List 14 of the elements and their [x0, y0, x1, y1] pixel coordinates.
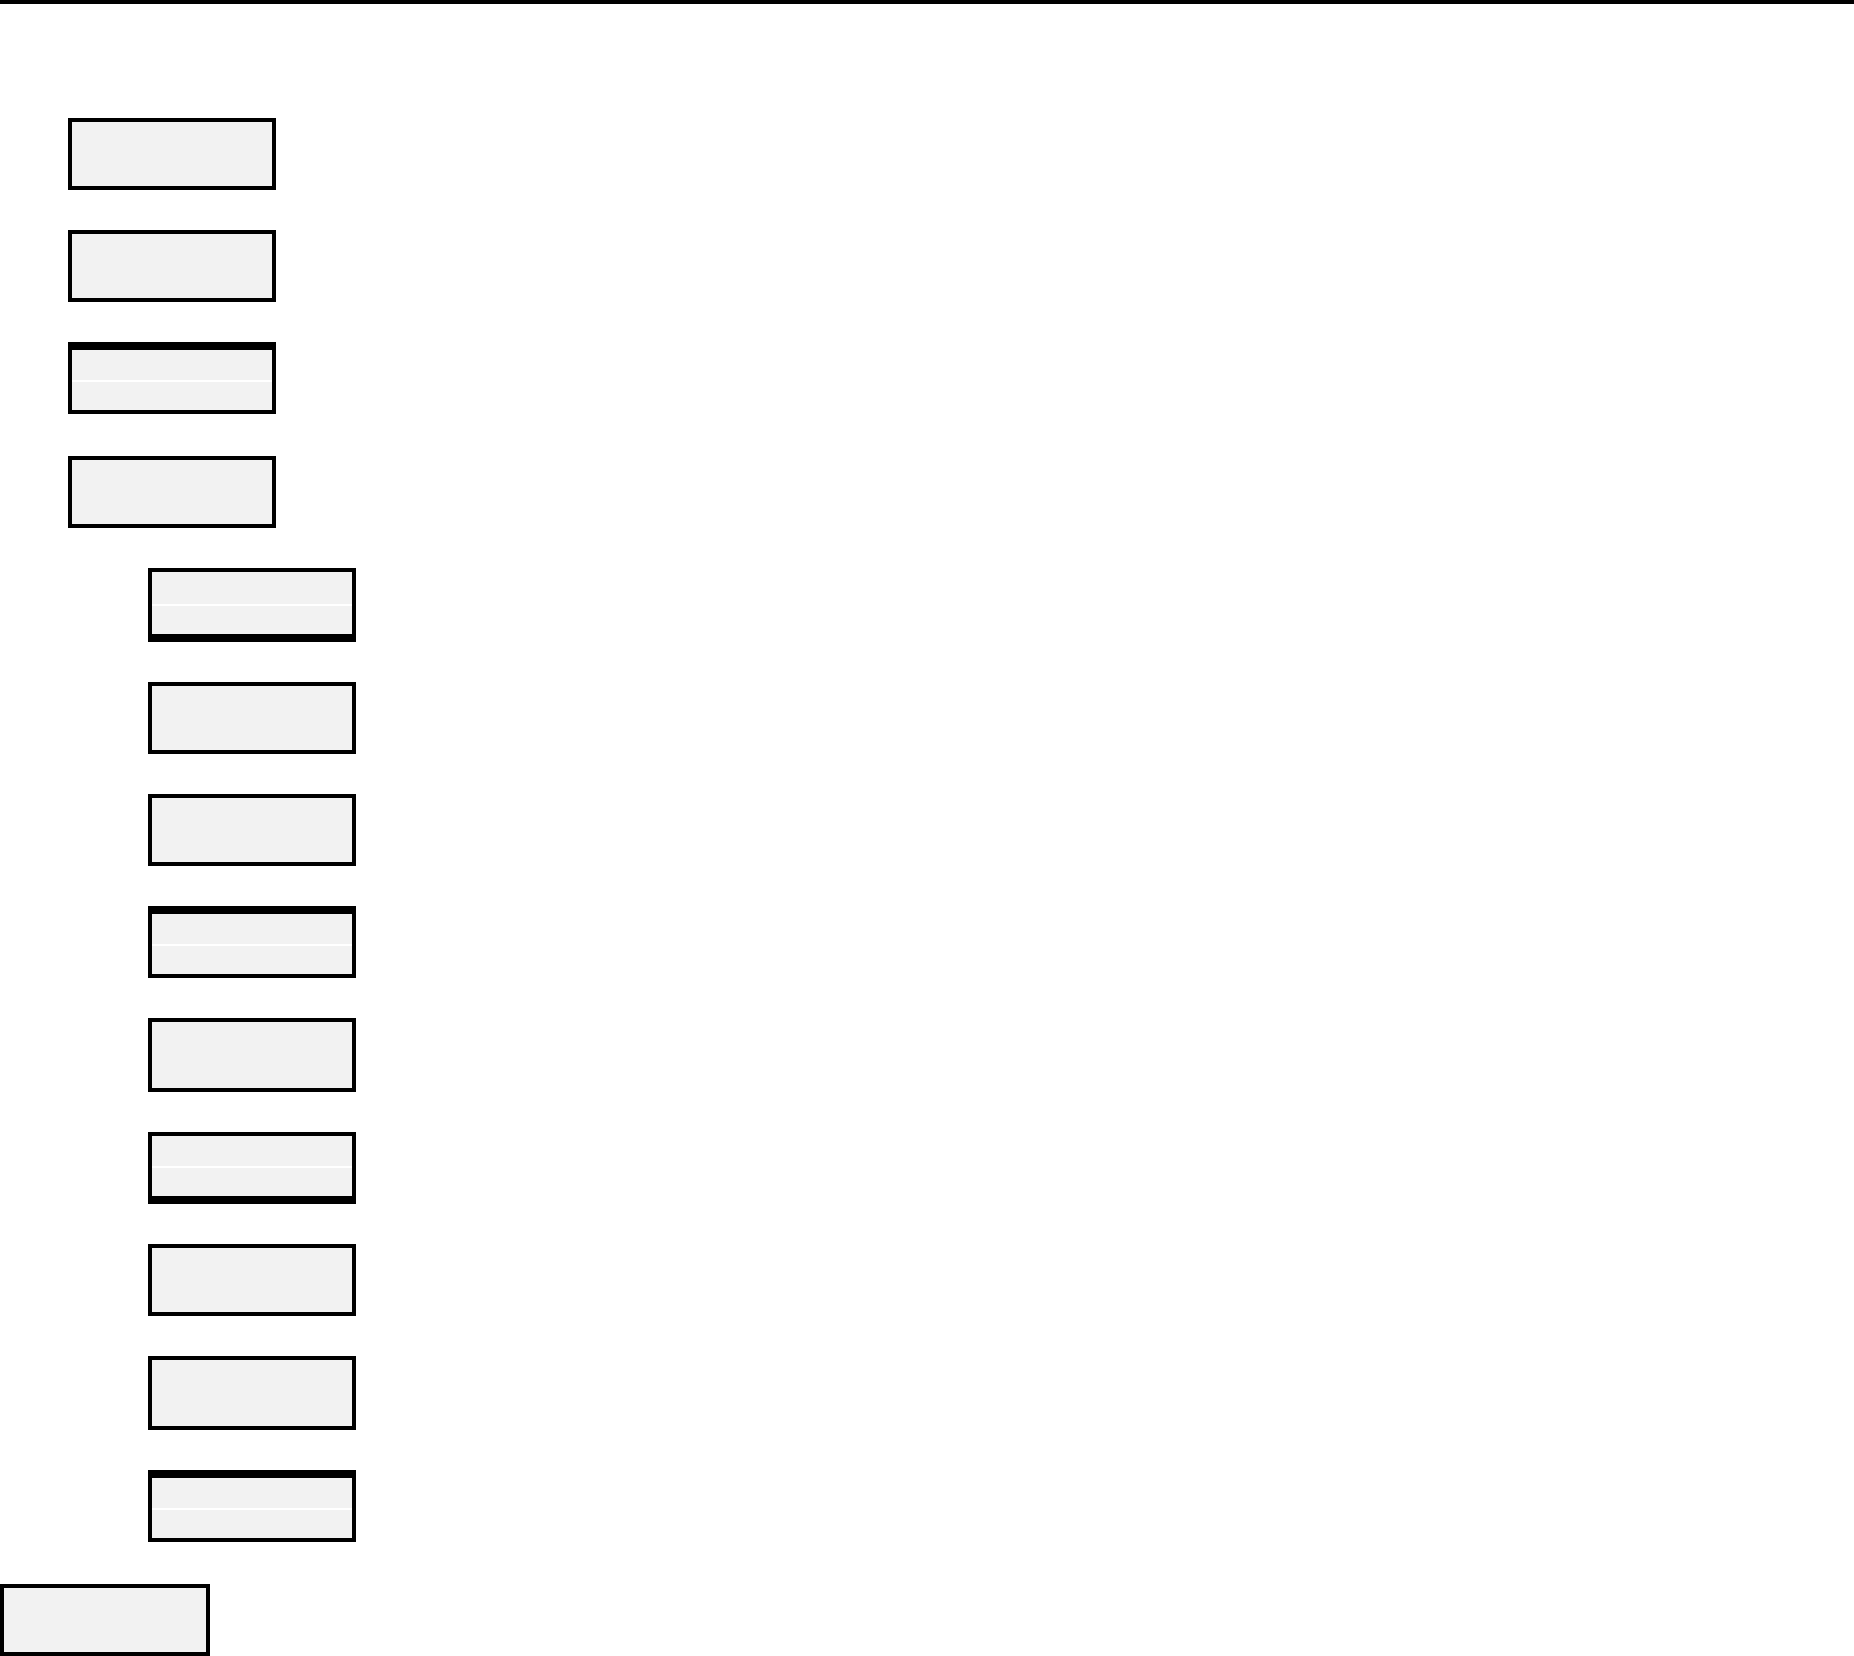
placeholder-box	[148, 794, 356, 866]
placeholder-box	[68, 230, 276, 302]
placeholder-box	[148, 1018, 356, 1092]
placeholder-box	[148, 1244, 356, 1316]
split-placeholder-box	[68, 342, 276, 414]
placeholder-box	[68, 456, 276, 528]
split-placeholder-box	[148, 568, 356, 642]
placeholder-box	[68, 118, 276, 190]
split-placeholder-box	[148, 1470, 356, 1542]
placeholder-box	[0, 1584, 210, 1656]
placeholder-box	[148, 682, 356, 754]
split-placeholder-box	[148, 1132, 356, 1204]
split-placeholder-box	[148, 906, 356, 978]
placeholder-box	[148, 1356, 356, 1430]
